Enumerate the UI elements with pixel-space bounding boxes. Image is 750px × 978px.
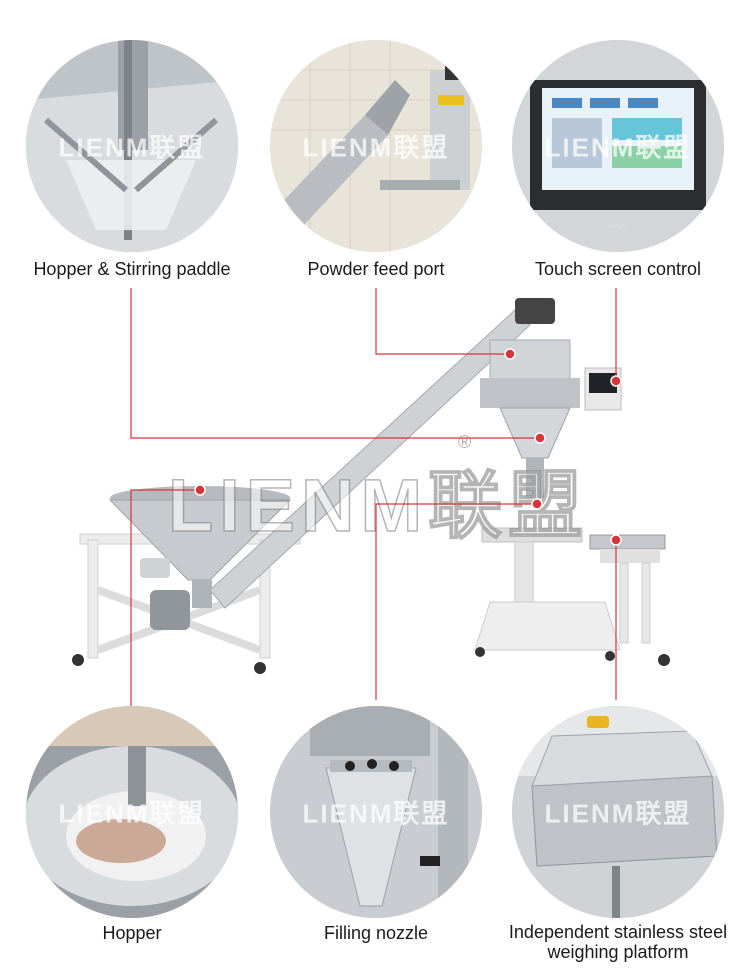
label-filling-nozzle: Filling nozzle bbox=[323, 923, 429, 943]
main-watermark: LIENM联盟 bbox=[167, 463, 589, 548]
detail-powder-feed-port: LIENM联盟 bbox=[270, 40, 482, 252]
label-powder-feed-port: Powder feed port bbox=[307, 259, 445, 279]
control-panel bbox=[584, 367, 622, 411]
hopper-paddle-photo bbox=[26, 40, 238, 252]
weighing-platform bbox=[589, 534, 670, 666]
watermark: LIENM联盟 bbox=[544, 798, 692, 829]
detail-hopper: LIENM联盟 bbox=[26, 706, 238, 918]
watermark: LIENM联盟 bbox=[58, 132, 206, 163]
detail-hopper-stirring-paddle: LIENM联盟 bbox=[26, 40, 238, 252]
screen-brand: XINJE bbox=[608, 223, 628, 230]
watermark: LIENM联盟 bbox=[302, 798, 450, 829]
watermark: LIENM联盟 bbox=[302, 132, 450, 163]
registered-mark: ® bbox=[458, 432, 472, 452]
watermark: LIENM联盟 bbox=[58, 798, 206, 829]
filling-nozzle-photo bbox=[270, 706, 482, 918]
detail-weighing-platform: LIENM联盟 bbox=[512, 706, 724, 918]
label-weighing-platform: Independent stainless steel weighing pla… bbox=[508, 922, 728, 962]
detail-filling-nozzle: LIENM联盟 bbox=[270, 706, 482, 918]
touch-screen-photo bbox=[512, 40, 724, 252]
label-touch-screen-control: Touch screen control bbox=[534, 259, 702, 279]
label-hopper-stirring-paddle: Hopper & Stirring paddle bbox=[33, 259, 231, 279]
watermark: LIENM联盟 bbox=[544, 132, 692, 163]
feed-port-photo bbox=[270, 40, 482, 252]
detail-touch-screen: XINJE LIENM联盟 bbox=[512, 40, 724, 252]
label-hopper: Hopper bbox=[102, 923, 162, 943]
weighing-platform-photo bbox=[512, 706, 724, 918]
